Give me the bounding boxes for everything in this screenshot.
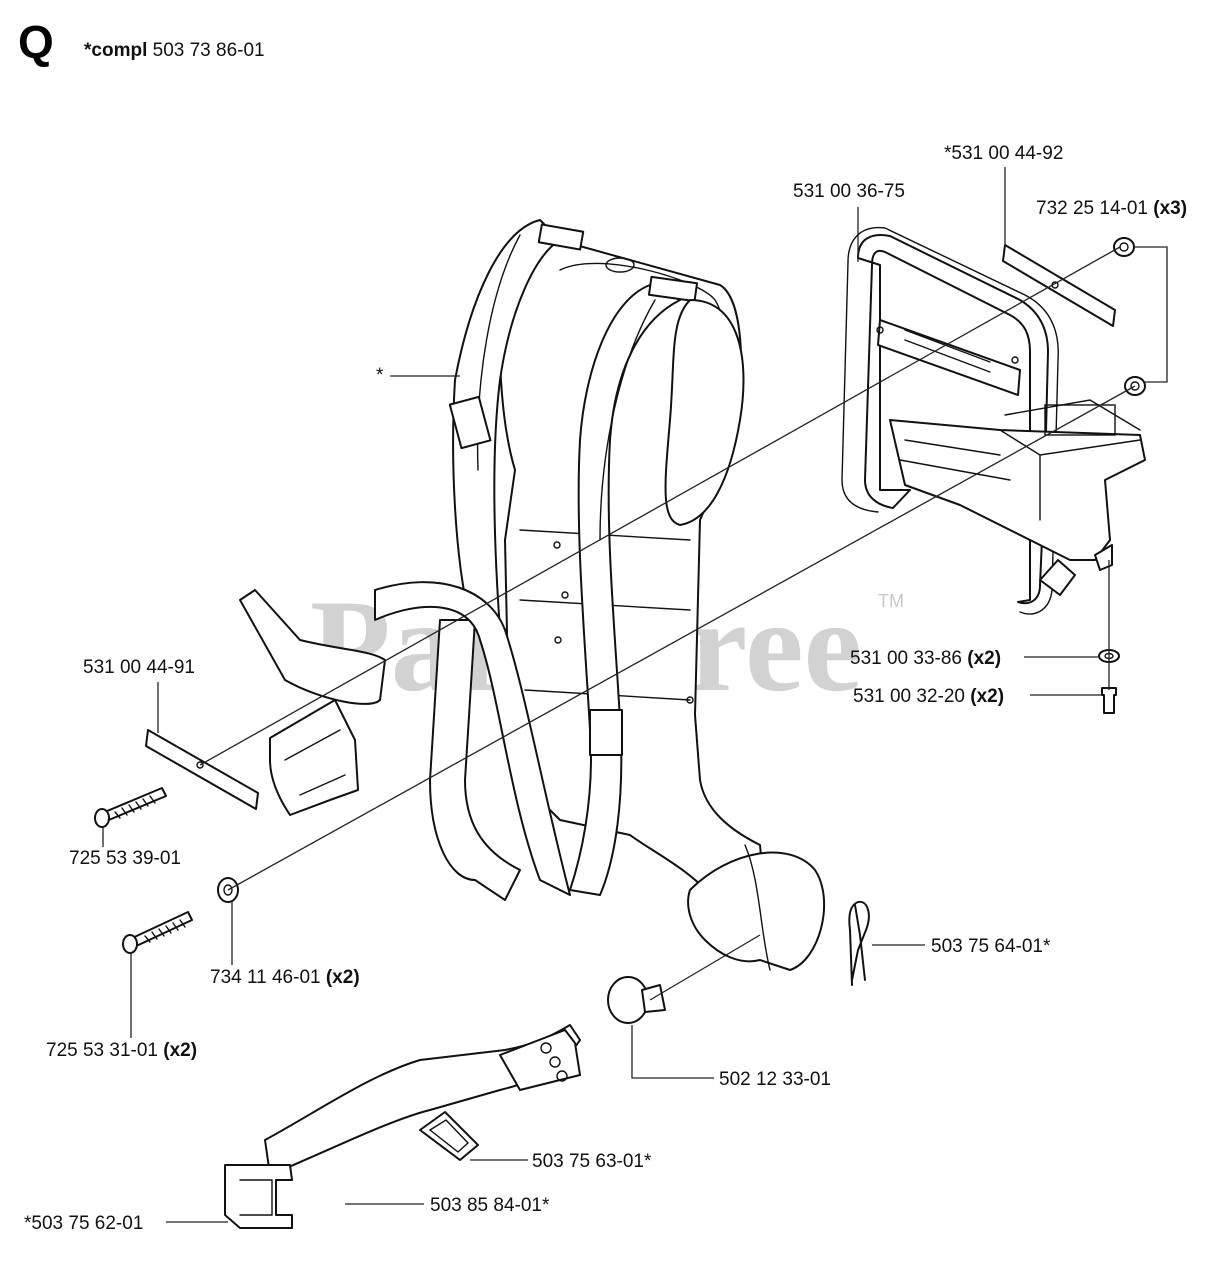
label-plate-right: *531 00 44-92 [944, 143, 1063, 164]
compl-prefix: *compl [84, 40, 147, 61]
bolt-upper [94, 787, 167, 828]
label-bolt-lower-number: 725 53 31-01 [46, 1040, 158, 1061]
compl-number: 503 73 86-01 [153, 40, 265, 61]
washer-top-1 [1113, 237, 1135, 257]
label-screw-right-qty: (x2) [970, 686, 1004, 707]
label-screw-right-number: 531 00 32-20 [853, 686, 965, 707]
label-washer-left-number: 734 11 46-01 [210, 967, 321, 988]
label-knob: 502 12 33-01 [719, 1069, 831, 1090]
section-letter: Q [18, 16, 54, 68]
knob-drawing [607, 976, 666, 1024]
plate-left [145, 729, 259, 810]
watermark-tm: TM [878, 591, 904, 611]
backpack-harness-drawing [239, 219, 826, 971]
label-washer-top-qty: (x3) [1153, 198, 1187, 219]
frame-drawing [841, 226, 1146, 615]
label-hip-strap: 503 85 84-01* [430, 1195, 550, 1216]
label-bolt-upper: 725 53 39-01 [69, 848, 181, 869]
label-clip-pin: 503 75 64-01* [931, 936, 1051, 957]
label-buckle-slide: 503 75 63-01* [532, 1151, 652, 1172]
bolt-lower [122, 911, 193, 954]
label-screw-right: 531 00 32-20 (x2) [853, 686, 1004, 707]
label-spacer-qty: (x2) [967, 648, 1001, 669]
plate-right [1002, 244, 1116, 327]
label-washer-top-number: 732 25 14-01 [1036, 198, 1148, 219]
label-spacer-number: 531 00 33-86 [850, 648, 962, 669]
clip-pin-drawing [848, 900, 870, 986]
label-spacer: 531 00 33-86 (x2) [850, 648, 1001, 669]
label-harness: * [376, 365, 384, 386]
label-frame: 531 00 36-75 [793, 181, 905, 202]
label-washer-top: 732 25 14-01 (x3) [1036, 198, 1187, 219]
screw-right [1101, 687, 1117, 714]
label-plate-left: 531 00 44-91 [83, 657, 195, 678]
label-washer-left: 734 11 46-01 (x2) [210, 967, 360, 988]
label-washer-left-qty: (x2) [326, 967, 360, 988]
label-buckle-female: *503 75 62-01 [24, 1213, 143, 1234]
label-bolt-lower: 725 53 31-01 (x2) [46, 1040, 197, 1061]
compl-label: *compl 503 73 86-01 [84, 40, 265, 61]
label-bolt-lower-qty: (x2) [163, 1040, 197, 1061]
hip-strap-drawing [224, 1024, 581, 1229]
